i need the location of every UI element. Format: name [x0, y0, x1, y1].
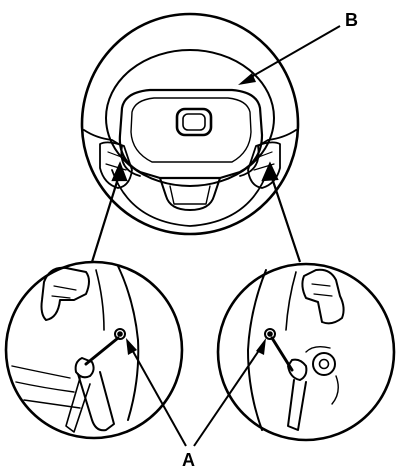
left-housing-curve — [117, 265, 140, 421]
right-connector-housing — [305, 345, 339, 405]
lower-spoke — [159, 177, 221, 211]
wheel-rim-lower-contour — [111, 169, 269, 227]
detail-leader-lines — [90, 161, 302, 263]
left-screw — [114, 328, 126, 340]
callout-b-arrowhead — [238, 73, 256, 85]
emblem-inner — [182, 113, 206, 131]
left-screw-center — [117, 331, 123, 337]
right-detail-arrowhead — [261, 161, 279, 182]
lower-spoke-cover — [169, 185, 211, 205]
left-detail-circle — [4, 260, 184, 440]
callout-b-label: B — [345, 10, 358, 30]
right-bracket-detail — [311, 283, 333, 297]
callout-a-label: A — [182, 450, 195, 470]
right-connector-inner — [318, 358, 330, 370]
right-tool-handle — [287, 379, 307, 431]
callout-b: B — [238, 10, 358, 85]
steering-wheel — [80, 12, 300, 236]
right-tool-joint — [287, 358, 308, 381]
callout-a-arrowhead-right — [256, 338, 266, 355]
right-bracket — [301, 268, 345, 325]
left-detail-view — [4, 260, 184, 440]
emblem — [175, 107, 213, 137]
right-detail-view — [216, 262, 396, 442]
left-tool-handle — [77, 371, 115, 432]
right-housing-curve-2 — [285, 271, 297, 331]
right-connector — [312, 352, 336, 376]
callout-a-leader-left — [129, 345, 187, 447]
left-bracket — [40, 266, 90, 321]
right-detail-leader — [268, 171, 302, 263]
left-switch-pad — [99, 141, 133, 189]
left-bracket-detail — [51, 285, 77, 299]
right-detail-circle — [216, 262, 396, 442]
callout-a-arrowhead-left — [126, 338, 137, 355]
callout-a-leader-right — [193, 345, 263, 447]
right-screw — [264, 328, 276, 340]
right-housing-curve — [247, 269, 267, 431]
left-housing-curve-2 — [95, 269, 105, 331]
callout-a: A — [126, 338, 266, 470]
left-tool-handle-2 — [65, 377, 91, 433]
callout-b-leader — [245, 25, 341, 81]
airbag-cover-inner — [130, 97, 252, 163]
left-detail-leader — [90, 171, 122, 263]
left-panel-lines — [11, 365, 81, 409]
left-tool-joint — [74, 357, 95, 379]
right-screw-center — [267, 331, 273, 337]
left-detail-arrowhead — [111, 161, 128, 182]
wheel-rim-outer — [80, 12, 300, 236]
wheel-rim-inner — [105, 49, 275, 187]
left-tool-shaft — [84, 336, 120, 366]
